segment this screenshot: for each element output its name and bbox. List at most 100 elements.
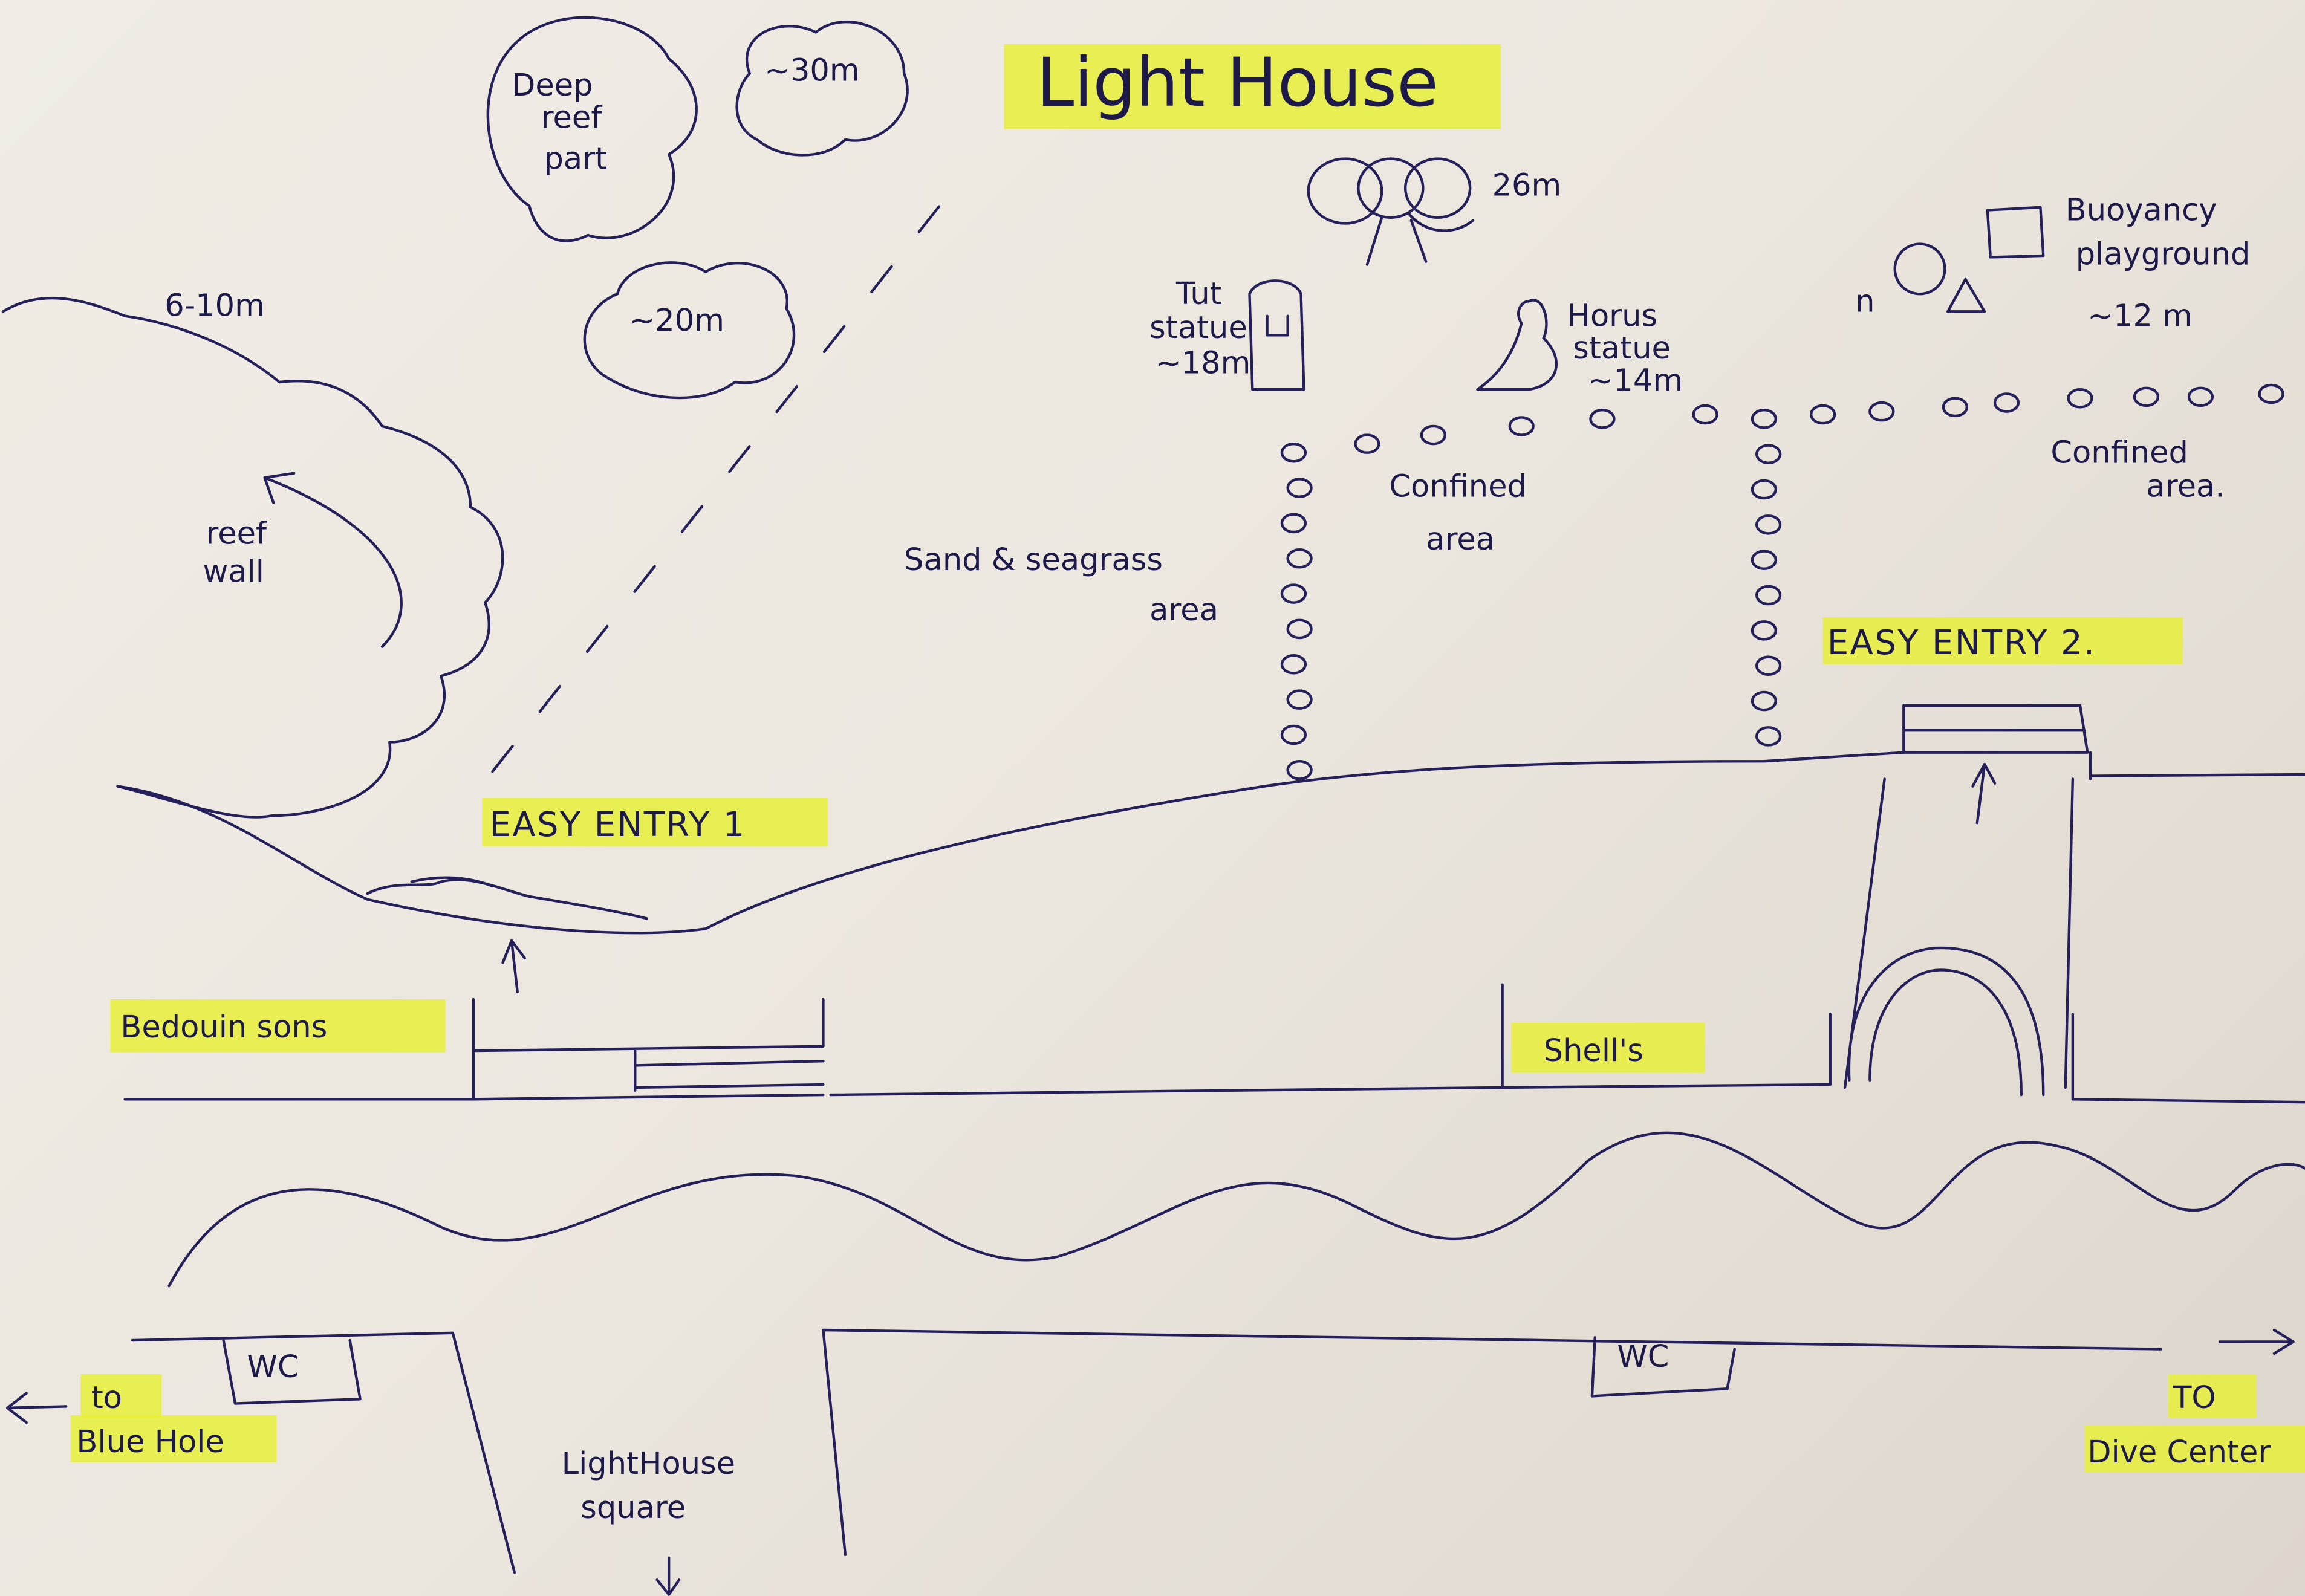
buoy-marker-icon	[1280, 654, 1307, 675]
depth-20-label: ~20m	[629, 303, 724, 339]
buoy-marker-icon	[1286, 548, 1313, 569]
reef-wall-label: wall	[203, 554, 264, 590]
buoy-marker-icon	[1755, 726, 1782, 747]
wc-1-label: WC	[247, 1349, 299, 1385]
wave-line	[167, 1131, 2305, 1288]
buoy-marker-icon	[1280, 442, 1307, 463]
reef-depth-label: 6-10m	[164, 288, 265, 324]
deep-reef-label: part	[544, 141, 608, 177]
entry-2-arrow-icon	[1971, 762, 1997, 825]
wc-1-box	[222, 1338, 362, 1405]
reef-outline	[1, 296, 504, 819]
promenade-road-lower	[131, 1328, 2162, 1574]
buoy-marker-icon	[1280, 513, 1307, 534]
depth-20-cloud	[583, 261, 796, 400]
buoy-marker-icon	[1280, 724, 1307, 745]
dive-center-highlight	[2168, 1374, 2257, 1418]
deep-reef-cloud	[486, 16, 698, 242]
lighthouse-square-label: square	[580, 1490, 686, 1526]
entry-1-rocks	[366, 876, 648, 920]
horus-statue-label: ~14m	[1588, 363, 1683, 399]
dive-center-highlight	[2084, 1426, 2305, 1473]
triangle-shape-icon	[1946, 277, 1986, 313]
circle-shape-icon	[1893, 242, 1946, 296]
reef-boundary-dashed-line	[491, 175, 964, 773]
buoyancy-label: playground	[2076, 237, 2251, 273]
entry-2-highlight	[1822, 617, 2183, 664]
buoy-marker-icon	[2133, 386, 2160, 407]
arrow-right-icon	[2218, 1328, 2295, 1355]
buoy-marker-icon	[1751, 479, 1777, 500]
horus-statue-icon	[1476, 299, 1558, 391]
horus-statue-label: Horus	[1567, 299, 1658, 334]
title-highlight	[1004, 44, 1501, 129]
wc-2-label: WC	[1617, 1339, 1669, 1375]
buoy-marker-icon	[2258, 383, 2284, 404]
shells-label: Shell's	[1544, 1033, 1643, 1069]
depth-30-label: ~30m	[764, 53, 859, 89]
shells-highlight	[1511, 1022, 1706, 1073]
buoy-marker-icon	[1755, 585, 1782, 606]
bedouin-sons-label: Bedouin sons	[120, 1010, 327, 1045]
buoy-marker-icon	[1589, 409, 1616, 429]
buoy-marker-icon	[1751, 620, 1777, 641]
buoy-marker-icon	[1755, 444, 1782, 464]
buoy-marker-icon	[1286, 760, 1313, 780]
sand-seagrass-label: area	[1149, 592, 1218, 628]
buoy-marker-icon	[1755, 514, 1782, 535]
buoy-marker-icon	[1942, 397, 1969, 418]
buoy-marker-icon	[1751, 690, 1777, 712]
buoyancy-label: Buoyancy	[2066, 193, 2217, 229]
elephant-depth-label: 26m	[1492, 167, 1562, 203]
horus-statue-label: statue	[1573, 331, 1671, 366]
easy-entry-1-label: EASY ENTRY 1	[490, 805, 746, 845]
arch-shape-icon: n	[1855, 284, 1874, 319]
entry-2-platform	[1902, 704, 2092, 780]
tut-statue-label: statue	[1149, 310, 1247, 346]
buoy-marker-icon	[1286, 618, 1313, 640]
square-shape-icon	[1986, 206, 2045, 259]
confined-area-label: Confined	[1389, 469, 1527, 505]
tut-statue-icon	[1248, 279, 1305, 391]
wc-2-box	[1590, 1335, 1736, 1398]
to-blue-hole-label: to	[91, 1380, 122, 1416]
buoy-marker-icon	[1809, 404, 1836, 425]
buoy-marker-icon	[2187, 386, 2214, 407]
buoyancy-depth-label: ~12 m	[2087, 299, 2193, 334]
buoy-marker-icon	[1420, 424, 1446, 446]
entry-1-highlight	[482, 798, 828, 847]
to-dive-center-label: TO	[2172, 1380, 2216, 1416]
lighthouse-square-label: LightHouse	[562, 1446, 735, 1482]
arrow-left-icon	[5, 1392, 68, 1424]
confined-area-label: Confined	[2050, 435, 2188, 471]
bedouin-highlight	[110, 999, 446, 1053]
confined-area-label: area.	[2146, 469, 2225, 505]
map-title: Light House	[1036, 44, 1439, 122]
reef-wall-arrow-icon	[263, 472, 403, 648]
beach-road-upper	[123, 983, 2305, 1104]
tut-statue-label: ~18m	[1156, 345, 1250, 381]
elephant-statue-icon	[1307, 157, 1475, 266]
shoreline	[116, 751, 2305, 935]
buoy-marker-icon	[2067, 388, 2093, 409]
tut-statue-label: Tut	[1175, 276, 1222, 312]
deep-reef-label: reef	[541, 100, 603, 135]
to-blue-hole-label: Blue Hole	[76, 1424, 224, 1460]
pier-structure	[1843, 777, 2075, 1097]
reef-wall-label: reef	[206, 516, 267, 551]
buoy-marker-icon	[1286, 689, 1313, 710]
buoy-marker-icon	[1692, 404, 1718, 425]
blue-hole-highlight	[80, 1374, 162, 1418]
buoy-marker-icon	[1755, 655, 1782, 676]
buoy-line	[1280, 383, 2284, 780]
confined-area-label: area	[1426, 522, 1495, 557]
depth-30-cloud	[735, 21, 909, 157]
blue-hole-highlight	[70, 1415, 277, 1462]
entry-1-arrow-icon	[501, 939, 527, 994]
deep-reef-label: Deep	[512, 68, 593, 103]
buoy-marker-icon	[1993, 392, 2020, 413]
arrow-down-icon	[655, 1556, 681, 1596]
to-dive-center-label: Dive Center	[2087, 1435, 2271, 1470]
sand-seagrass-label: Sand & seagrass	[904, 542, 1163, 578]
